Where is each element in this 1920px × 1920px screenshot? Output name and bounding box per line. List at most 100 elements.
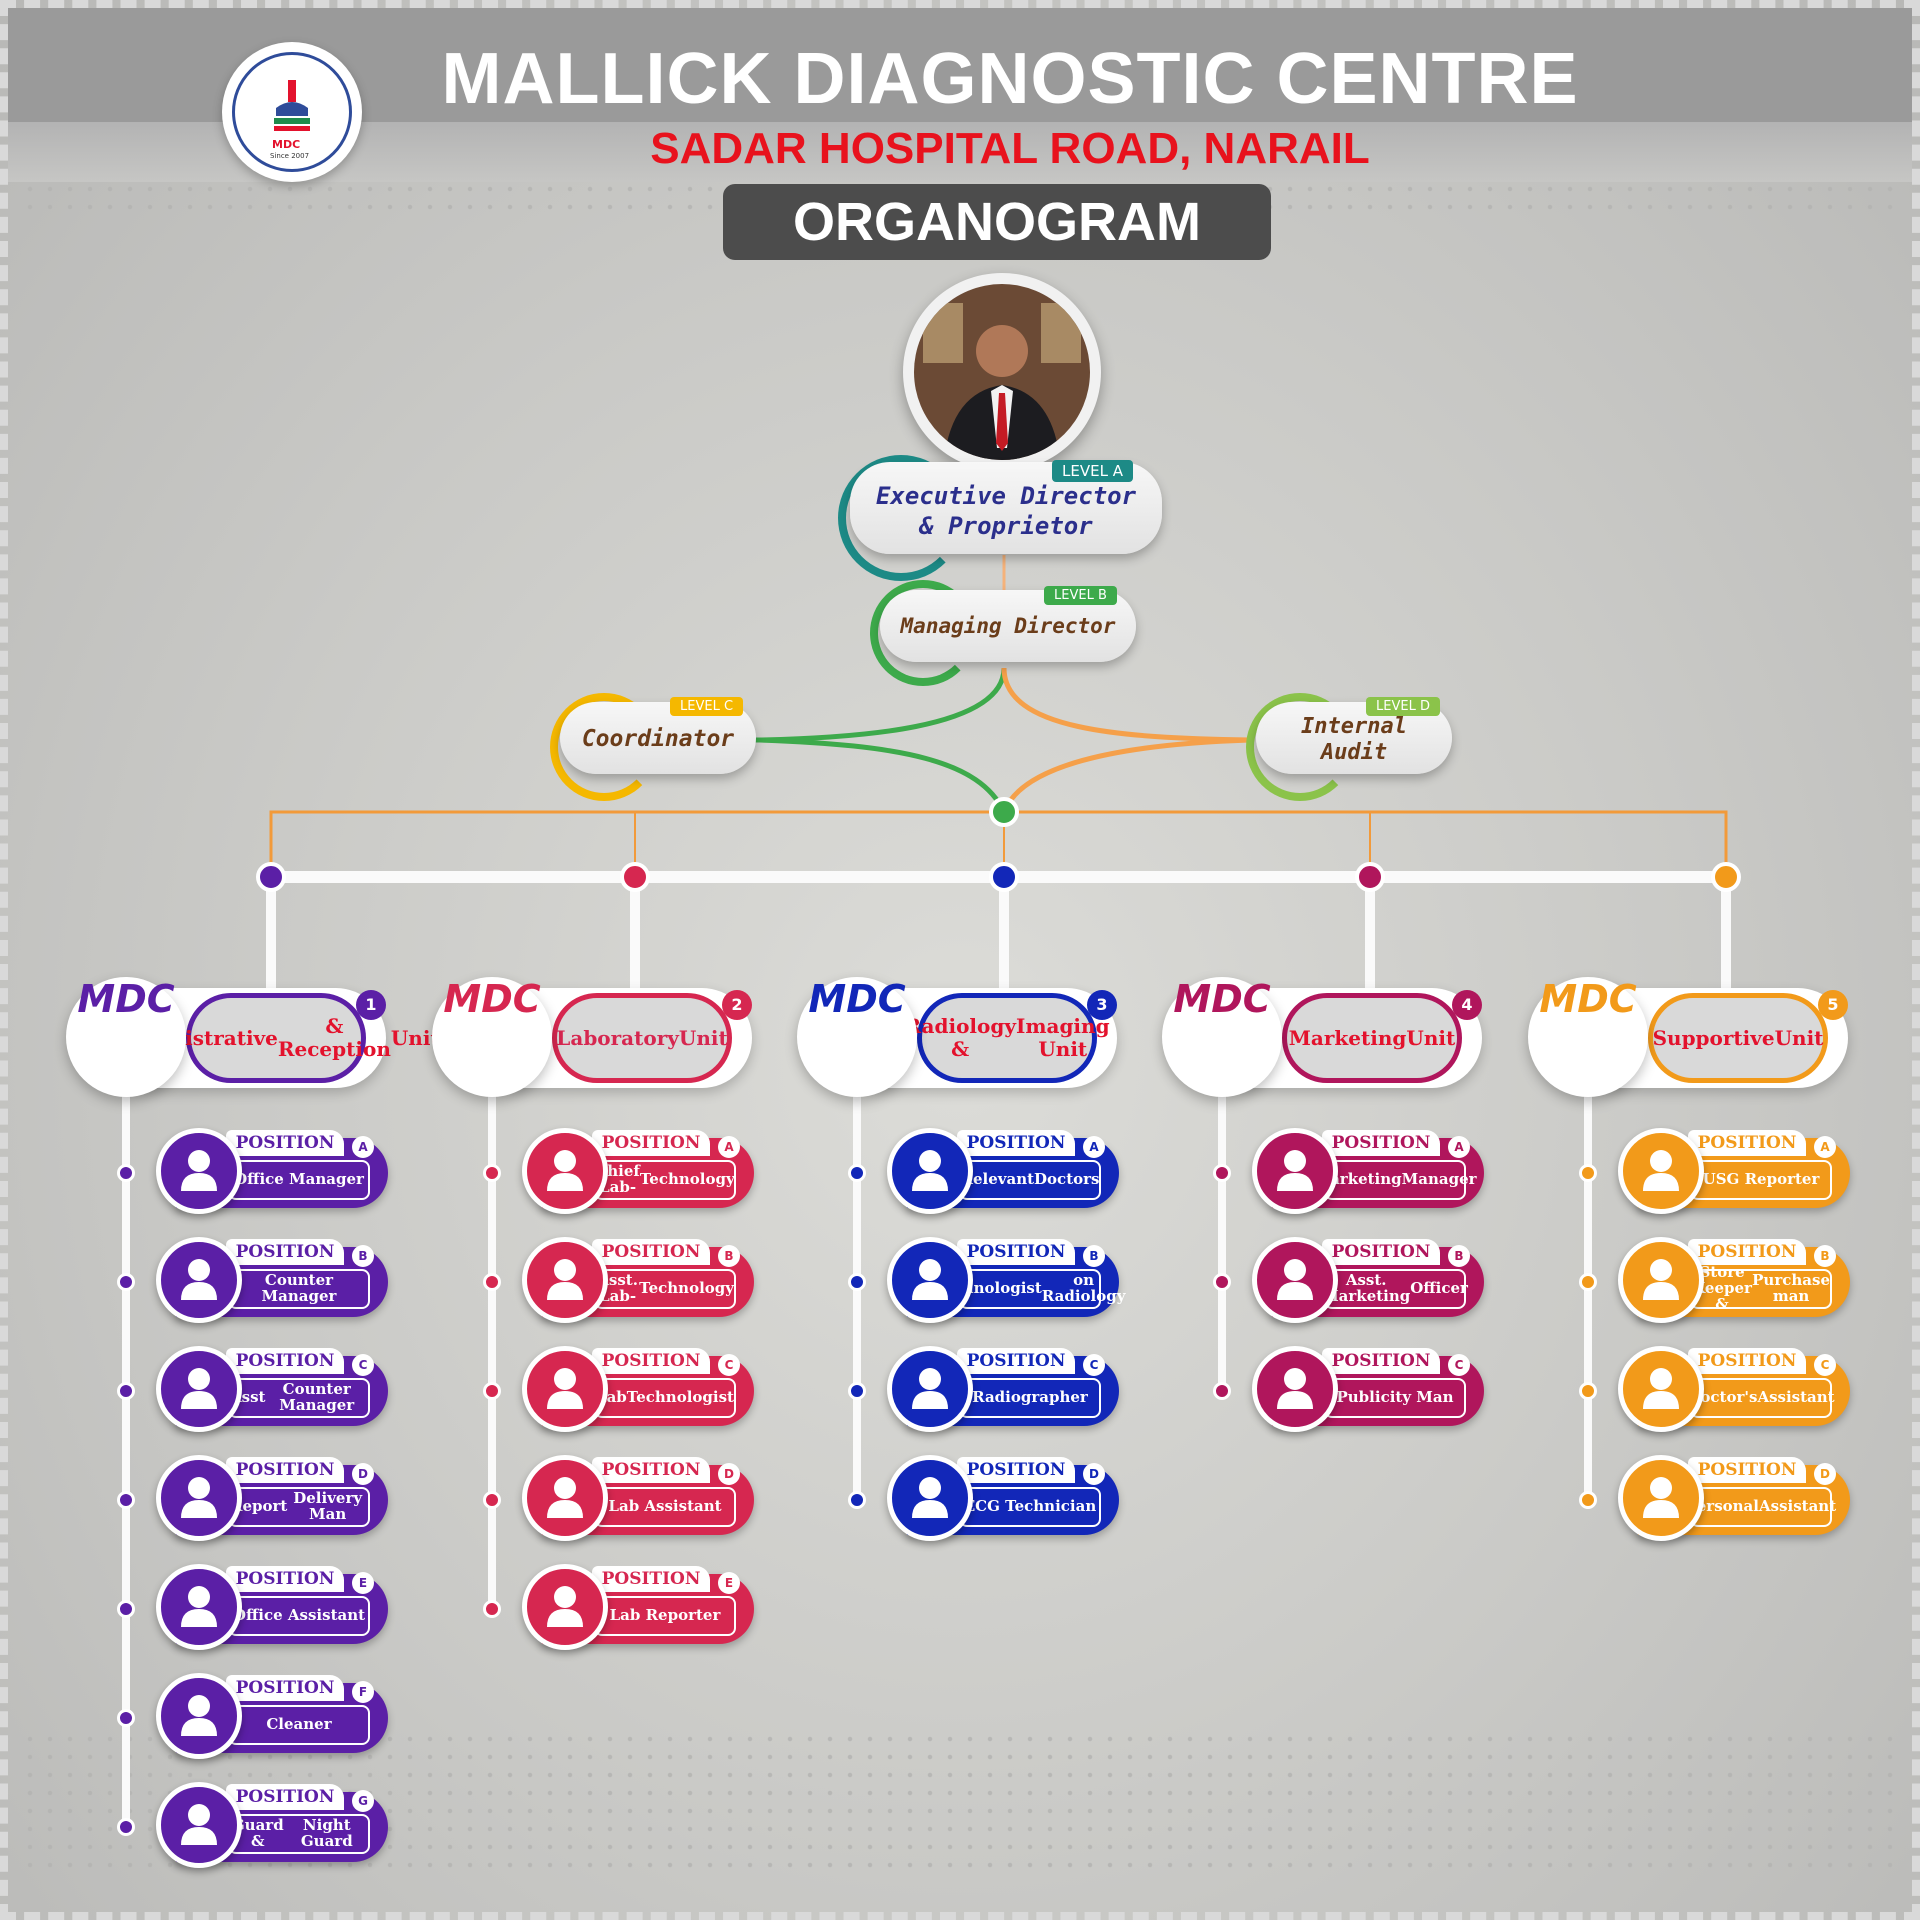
level-c-label: Coordinator	[581, 726, 735, 752]
position-letter: B	[1083, 1245, 1105, 1267]
position-connector-dot	[483, 1382, 501, 1400]
position-connector-dot	[848, 1382, 866, 1400]
position-letter: A	[1083, 1136, 1105, 1158]
person-icon	[522, 1455, 608, 1541]
level-c-tag: LEVEL C	[670, 697, 744, 716]
position-tab: POSITION	[592, 1457, 710, 1483]
position-letter: F	[352, 1681, 374, 1703]
position-label-line2: Officer	[1410, 1279, 1468, 1298]
position-connector-dot	[483, 1164, 501, 1182]
person-icon	[1618, 1455, 1704, 1541]
position-tab: POSITION	[226, 1675, 344, 1701]
position-connector-dot	[483, 1491, 501, 1509]
person-icon	[887, 1346, 973, 1432]
position-label-line1: Office Assistant	[232, 1606, 366, 1625]
position-tab: POSITION	[1688, 1348, 1806, 1374]
unit-brand-circle: MDC	[1528, 977, 1648, 1097]
position-label-line1: ECG Technician	[963, 1497, 1097, 1516]
position-label-line2: Delivery Man	[293, 1489, 363, 1523]
position-label: Radiographer	[959, 1378, 1101, 1418]
position-letter: D	[1814, 1463, 1836, 1485]
person-icon	[522, 1346, 608, 1432]
person-icon	[156, 1237, 242, 1323]
position-connector-dot	[117, 1273, 135, 1291]
unit-brand-circle: MDC	[66, 977, 186, 1097]
position-tab: POSITION	[957, 1239, 1075, 1265]
level-b-tag: LEVEL B	[1044, 586, 1117, 605]
position-letter: G	[352, 1790, 374, 1812]
position-label: Lab Reporter	[594, 1596, 736, 1636]
position-label: Cleaner	[228, 1705, 370, 1745]
person-icon	[1618, 1346, 1704, 1432]
position-connector-dot	[1213, 1382, 1231, 1400]
position-label-line2: Doctors	[1034, 1170, 1100, 1189]
position-letter: E	[718, 1572, 740, 1594]
position-connector-dot	[1579, 1491, 1597, 1509]
unit-spine	[1584, 1090, 1592, 1507]
position-label-line1: Personal	[1685, 1497, 1759, 1516]
unit-spine	[488, 1090, 496, 1616]
position-label-line2: Counter Manager	[279, 1380, 355, 1414]
position-label: Chief Lab-Technology	[594, 1160, 736, 1200]
position-connector-dot	[117, 1600, 135, 1618]
position-tab: POSITION	[226, 1457, 344, 1483]
person-icon	[887, 1455, 973, 1541]
position-label: Lab Assistant	[594, 1487, 736, 1527]
unit-title[interactable]: Radiology &Imaging Unit	[904, 993, 1110, 1083]
position-label-line2: Purchase man	[1752, 1271, 1830, 1305]
position-letter: D	[718, 1463, 740, 1485]
position-letter: C	[1814, 1354, 1836, 1376]
position-label-line2: Technologist	[626, 1388, 734, 1407]
unit-title-line: Unit	[678, 1025, 728, 1050]
position-tab: POSITION	[592, 1566, 710, 1592]
microscope-icon	[274, 80, 310, 131]
unit-number-badge: 2	[722, 990, 752, 1020]
position-connector-dot	[483, 1273, 501, 1291]
person-icon	[1252, 1128, 1338, 1214]
position-connector-dot	[117, 1709, 135, 1727]
unit-spine	[122, 1090, 130, 1834]
position-connector-dot	[117, 1491, 135, 1509]
person-icon	[156, 1128, 242, 1214]
unit-title-line: Supportive	[1652, 1025, 1775, 1050]
person-icon	[887, 1128, 973, 1214]
level-a-line1: Executive Director	[875, 482, 1137, 510]
unit-title-line: Imaging Unit	[1015, 1014, 1110, 1061]
position-tab: POSITION	[1688, 1239, 1806, 1265]
position-letter: B	[1448, 1245, 1470, 1267]
position-letter: C	[352, 1354, 374, 1376]
position-label-line1: Publicity Man	[1336, 1388, 1454, 1407]
unit-title-line: Laboratory	[556, 1025, 679, 1050]
director-photo	[903, 273, 1101, 471]
position-letter: E	[352, 1572, 374, 1594]
